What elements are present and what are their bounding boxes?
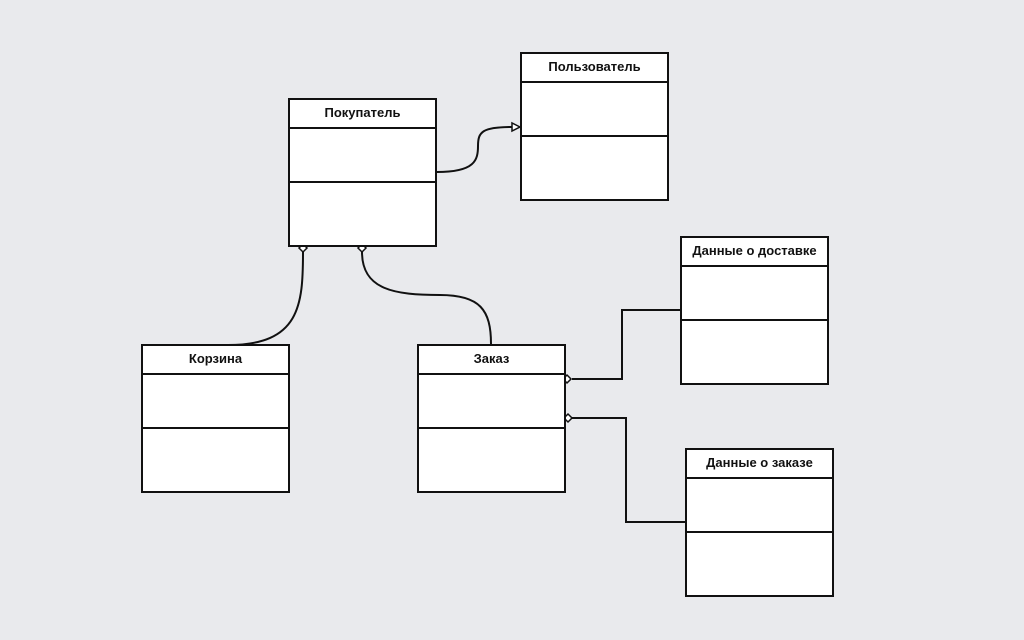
class-name: Данные о заказе: [687, 450, 832, 479]
class-box-polzovatel[interactable]: Пользователь: [520, 52, 669, 201]
class-box-zakaz[interactable]: Заказ: [417, 344, 566, 493]
class-name: Корзина: [143, 346, 288, 375]
aggregation-line-zakaz-dannye-zakaz: [572, 417, 685, 523]
class-box-dannye-o-zakaze[interactable]: Данные о заказе: [685, 448, 834, 597]
aggregation-line-pokupatel-zakaz: [361, 251, 492, 345]
class-attributes-section: [290, 129, 435, 183]
class-methods-section: [290, 183, 435, 245]
generalization-arrowhead: [511, 121, 522, 133]
class-attributes-section: [143, 375, 288, 429]
class-box-dannye-o-dostavke[interactable]: Данные о доставке: [680, 236, 829, 385]
class-methods-section: [143, 429, 288, 491]
class-methods-section: [522, 137, 667, 199]
class-attributes-section: [419, 375, 564, 429]
class-methods-section: [419, 429, 564, 491]
class-methods-section: [682, 321, 827, 383]
class-attributes-section: [687, 479, 832, 533]
class-name: Пользователь: [522, 54, 667, 83]
aggregation-diamond-dannye-zakaz: [562, 412, 574, 424]
class-attributes-section: [682, 267, 827, 321]
class-box-korzina[interactable]: Корзина: [141, 344, 290, 493]
class-methods-section: [687, 533, 832, 595]
class-box-pokupatel[interactable]: Покупатель: [288, 98, 437, 247]
class-attributes-section: [522, 83, 667, 137]
class-name: Покупатель: [290, 100, 435, 129]
class-name: Данные о доставке: [682, 238, 827, 267]
aggregation-line-zakaz-dostavka: [572, 309, 680, 380]
class-name: Заказ: [419, 346, 564, 375]
generalization-line-pokupatel-polzovatel: [436, 126, 513, 173]
aggregation-line-pokupatel-korzina: [227, 251, 304, 346]
